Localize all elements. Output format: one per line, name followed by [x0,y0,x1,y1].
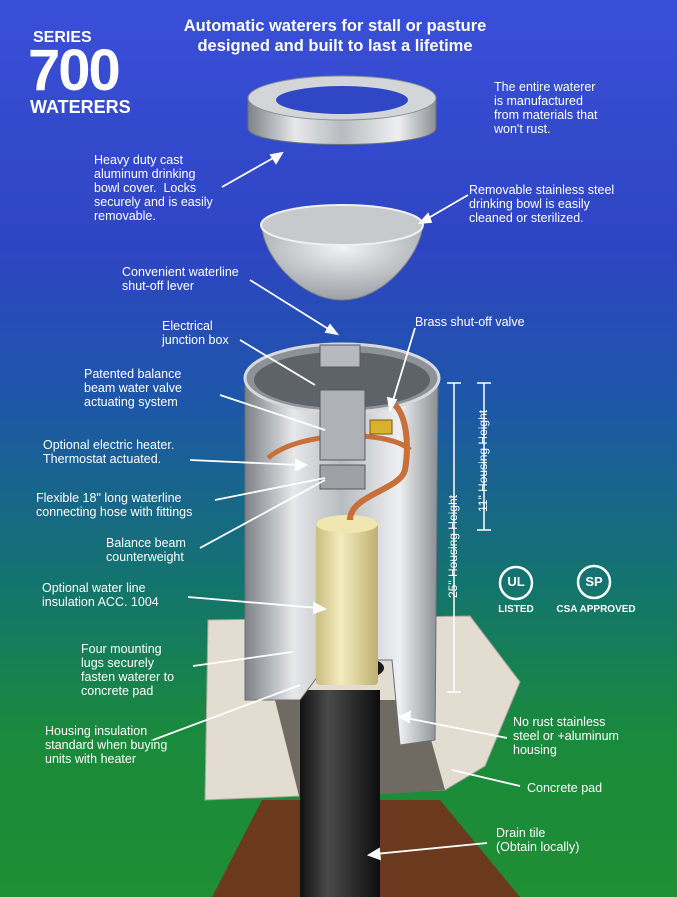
callout-brass-valve: Brass shut-off valve [415,315,525,329]
csa-mark: SP [585,574,603,589]
callout-counterweight: Balance beam counterweight [106,536,186,564]
callout-bowl-cover: Heavy duty cast aluminum drinking bowl c… [94,153,213,223]
ul-label: LISTED [498,604,534,615]
callout-concrete-pad: Concrete pad [527,781,603,795]
stainless-bowl [261,224,424,301]
brand-product: WATERERS [30,97,131,117]
callout-lugs: Four mounting lugs securely fasten water… [81,642,175,698]
drain-pipe [300,690,380,897]
junction-box [319,344,361,368]
csa-label: CSA APPROVED [556,604,636,615]
callout-housing-insulation: Housing insulation standard when buying … [45,724,168,766]
copper-hose [347,402,410,521]
callout-balance-beam: Patented balance beam water valve actuat… [84,367,182,409]
water-line-insulation [316,520,378,685]
callout-stainless-bowl: Removable stainless steel drinking bowl … [469,183,615,225]
headline: Automatic waterers for stall or pasture … [183,17,487,55]
callout-insulation: Optional water line insulation ACC. 1004 [42,581,159,609]
leader-lines [152,151,521,861]
bowl-rim [260,204,424,246]
callout-heater: Optional electric heater. Thermostat act… [43,438,175,466]
callout-junction-box: Electrical junction box [162,319,229,347]
csa-badge [576,564,612,600]
counterweight [319,464,366,490]
dim-label-11: 11" Housing Height [476,409,490,512]
housing-top-inner [254,352,430,408]
ul-badge [498,565,534,601]
callout-shutoff-lever: Convenient waterline shut-off lever [122,265,239,293]
insulation-top [316,515,378,533]
dim-25 [447,382,461,693]
brand-number: 700 [28,38,121,103]
brass-valve [369,419,393,435]
bowl-cover-opening [276,86,408,114]
dim-11 [477,382,491,531]
ul-mark: UL [507,574,525,589]
dim-label-25: 25" Housing Height [446,495,460,598]
brand-series: SERIES [33,29,92,46]
balance-beam [319,389,366,461]
callout-drain-tile: Drain tile (Obtain locally) [496,826,580,854]
callout-housing-material: No rust stainless steel or +aluminum hou… [513,715,619,757]
callout-hose: Flexible 18" long waterline connecting h… [36,491,193,519]
callout-no-rust: The entire waterer is manufactured from … [494,80,598,136]
